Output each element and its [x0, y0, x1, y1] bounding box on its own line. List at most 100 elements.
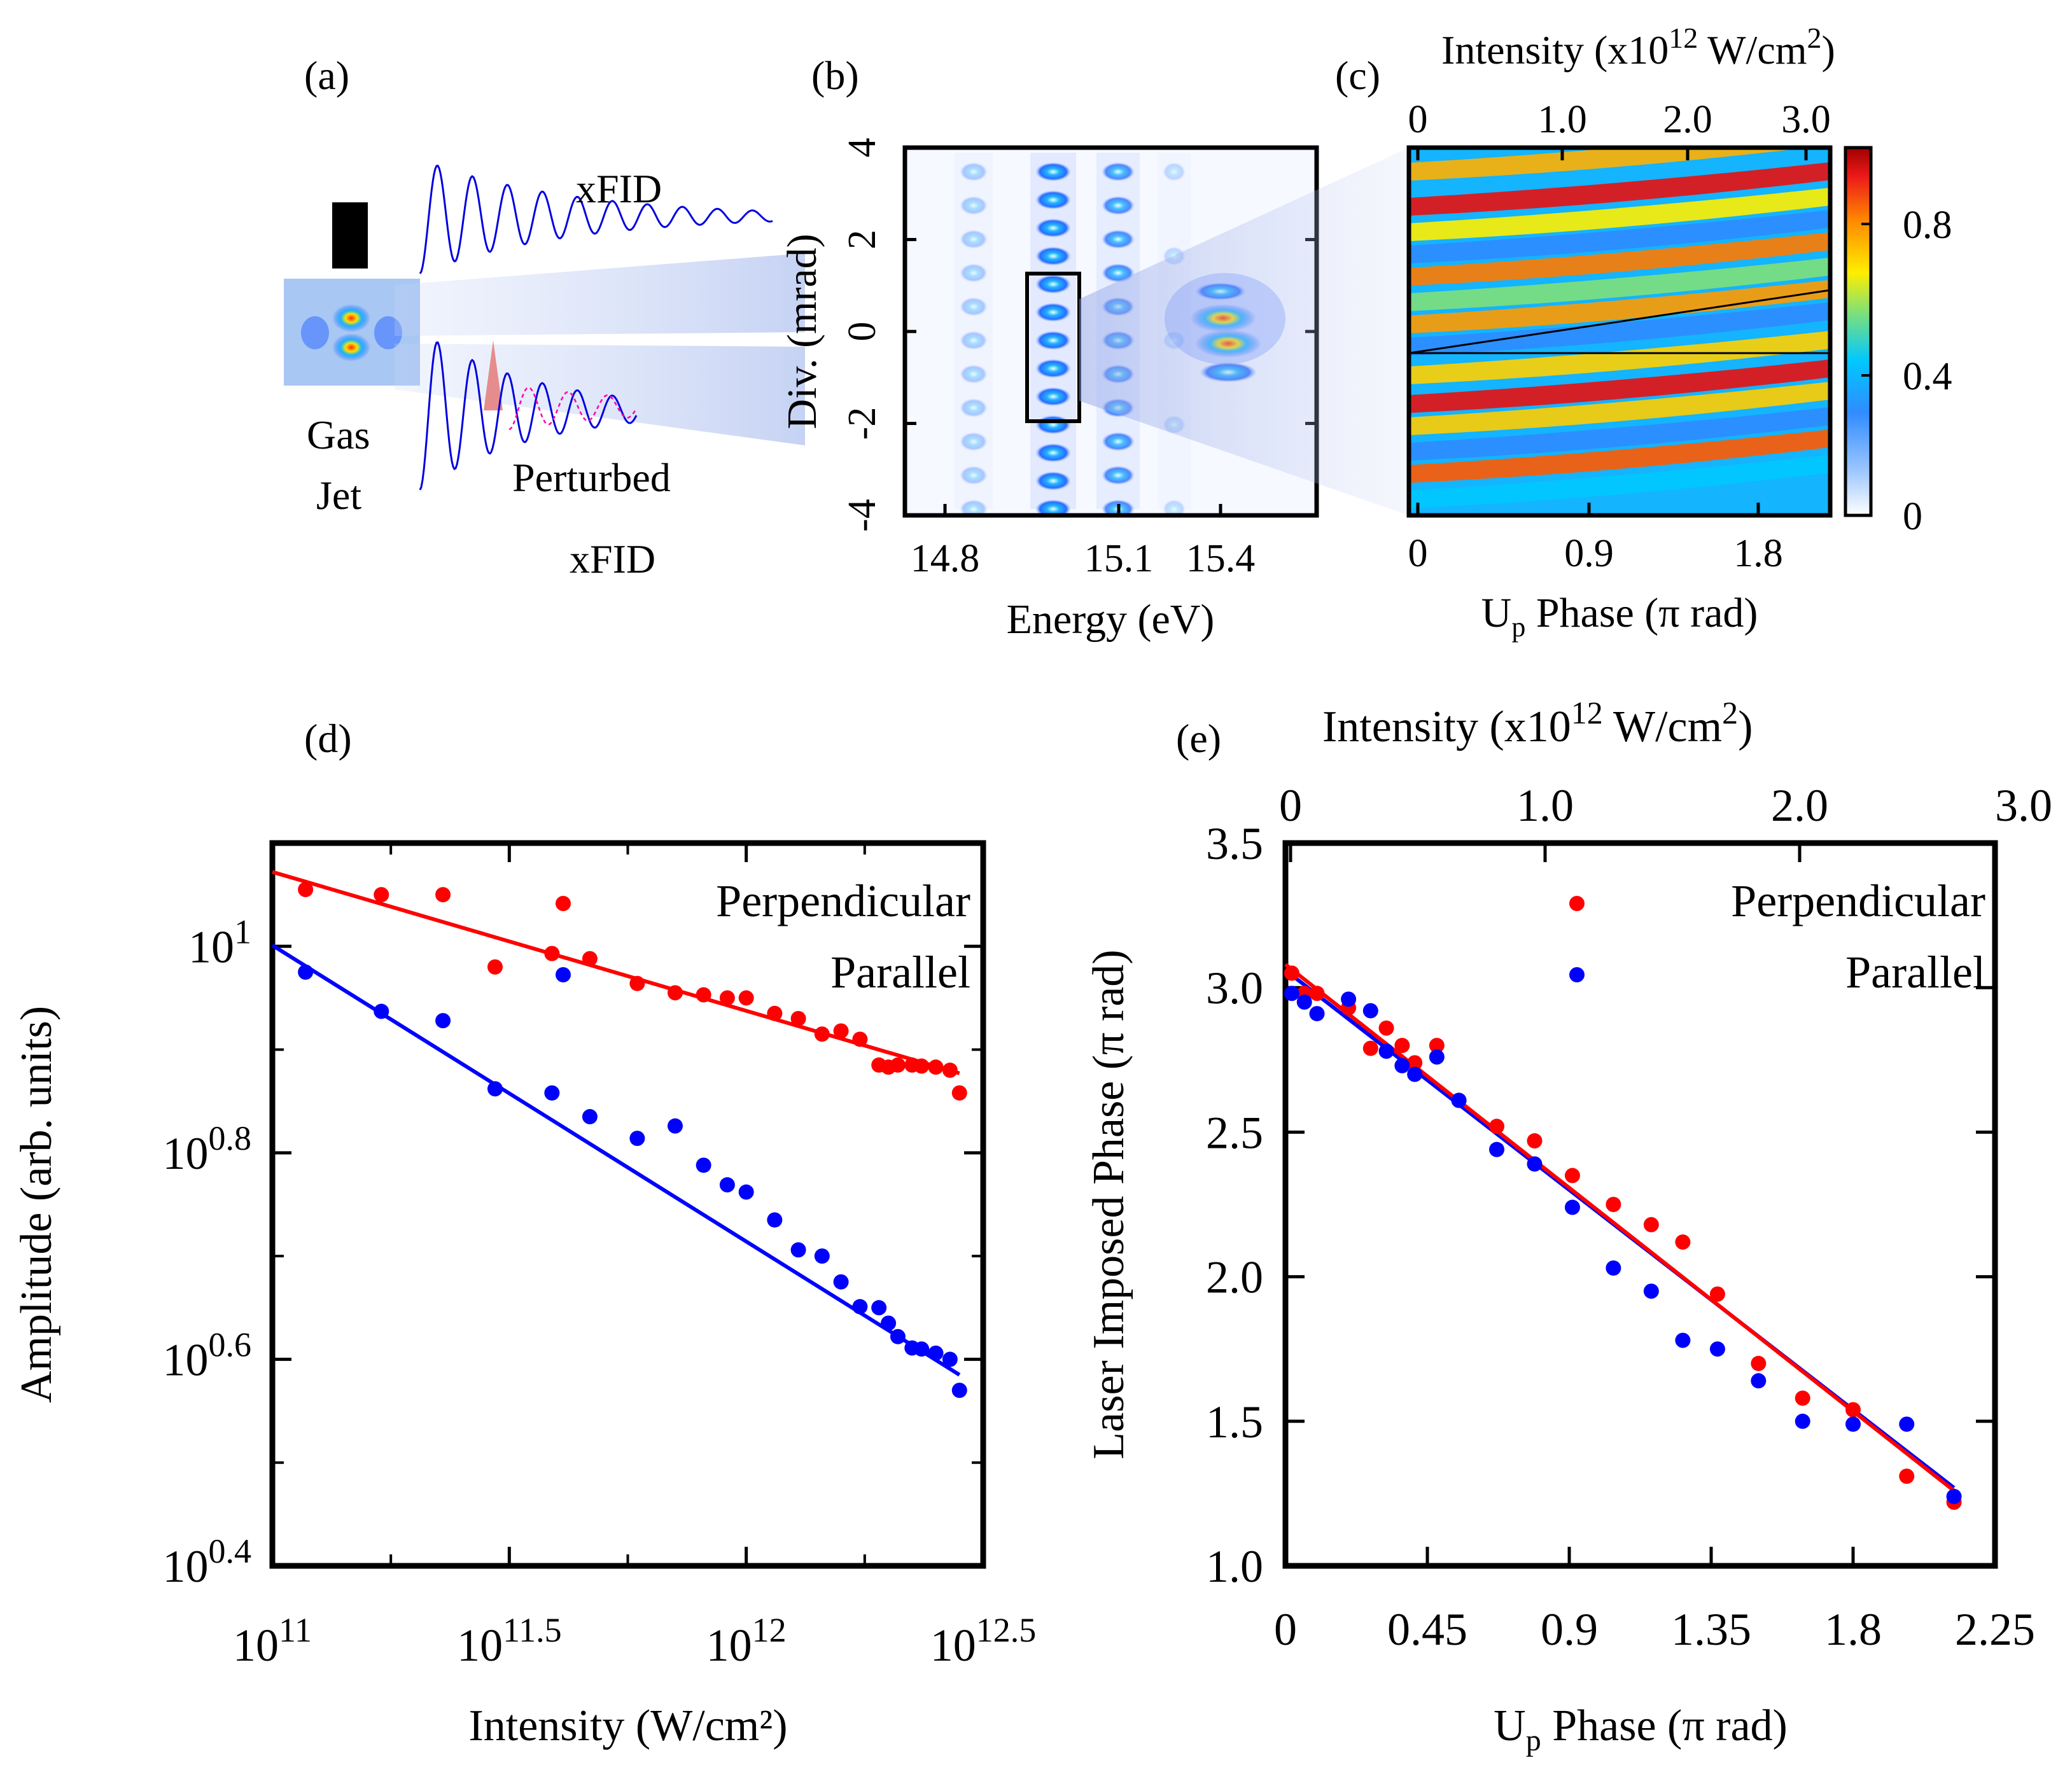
- panel-e-fit-perpendicular: [1284, 963, 1956, 1493]
- panel-e-point-parallel: [1341, 991, 1357, 1007]
- panel-b-ytick: -2: [841, 407, 884, 440]
- perturbed-xfid-label: xFID: [570, 536, 655, 582]
- panel-c-top-tick: 2.0: [1663, 98, 1712, 141]
- perturbed-beam: [395, 344, 805, 445]
- panel-c-top-tick: 3.0: [1781, 98, 1831, 141]
- panel-b-ytick: -4: [841, 499, 884, 532]
- panel-c-top-label: Intensity (x1012 W/cm2): [1441, 22, 1835, 73]
- perturbed-label: Perturbed: [512, 455, 671, 500]
- panel-d-point-parallel: [374, 1003, 389, 1019]
- panel-e-point-parallel: [1946, 1488, 1962, 1504]
- panel-d-fit-perpendicular: [272, 870, 960, 1075]
- panel-d-ytick: 100.8: [163, 1119, 252, 1179]
- panel-d-point-parallel: [881, 1315, 897, 1331]
- panel-d-point-parallel: [696, 1157, 711, 1173]
- panel-d-point-parallel: [833, 1274, 849, 1290]
- panel-e-legend-marker: [1569, 896, 1585, 911]
- panel-d-point-parallel: [951, 1383, 967, 1399]
- panel-e-label: (e): [1176, 716, 1221, 761]
- panel-d-point-parallel: [435, 1013, 451, 1029]
- panel-b-xtick: 14.8: [911, 537, 980, 580]
- panel-e-legend-label: Perpendicular: [1731, 876, 1985, 926]
- panel-d-point-parallel: [942, 1351, 958, 1367]
- panel-e-point-perpendicular: [1606, 1197, 1621, 1212]
- colorbar-tick: 0.8: [1903, 204, 1952, 247]
- zoom-fan: [1079, 148, 1409, 515]
- panel-a: (a) xFID Gas Jet Perturbed xFID: [284, 53, 805, 582]
- panel-d-point-perpendicular: [833, 1023, 849, 1039]
- panel-d-xtick: 1012: [706, 1611, 787, 1671]
- panel-d-xtick: 1012.5: [930, 1611, 1037, 1671]
- panel-d-point-perpendicular: [487, 959, 503, 975]
- panel-e-ytick: 1.5: [1206, 1397, 1263, 1448]
- panel-d-point-perpendicular: [814, 1026, 830, 1042]
- panel-d-point-parallel: [719, 1177, 735, 1193]
- panel-e-top-tick: 1.0: [1516, 780, 1574, 831]
- xfid-beam: [395, 253, 805, 336]
- panel-b-ylabel: Div. (mrad): [779, 234, 825, 429]
- panel-e-top-tick: 0: [1279, 780, 1302, 831]
- panel-e-ytick: 3.0: [1206, 963, 1263, 1014]
- panel-e-point-perpendicular: [1899, 1469, 1915, 1484]
- colorbar-tick: 0: [1903, 495, 1922, 538]
- panel-d-point-perpendicular: [719, 990, 735, 1006]
- panel-d-point-parallel: [544, 1085, 560, 1101]
- panel-d-point-perpendicular: [928, 1059, 944, 1075]
- panel-d-legend-label: Perpendicular: [716, 876, 970, 926]
- panel-d-label: (d): [304, 716, 352, 761]
- panel-e-point-parallel: [1675, 1332, 1691, 1348]
- panel-e-ytick: 2.5: [1206, 1107, 1263, 1158]
- panel-e-point-perpendicular: [1795, 1390, 1810, 1406]
- panel-d-point-perpendicular: [890, 1057, 906, 1073]
- panel-d-point-parallel: [852, 1299, 868, 1315]
- panel-e-point-perpendicular: [1309, 986, 1325, 1001]
- jet-label: Jet: [316, 473, 361, 518]
- panel-e-xlabel: Up Phase (π rad): [1494, 1701, 1788, 1757]
- panel-d-point-perpendicular: [738, 990, 754, 1006]
- panel-e-point-parallel: [1795, 1413, 1810, 1429]
- panel-e-point-perpendicular: [1394, 1038, 1410, 1054]
- colorbar: [1844, 146, 1873, 517]
- perturbed-xfid-wave: [419, 341, 638, 491]
- panel-e-ytick: 3.5: [1206, 818, 1263, 869]
- panel-e-point-parallel: [1284, 986, 1299, 1001]
- panel-e-frame: [1282, 840, 1998, 1569]
- panel-d-legend-label: Parallel: [830, 947, 970, 998]
- panel-d-point-perpendicular: [767, 1005, 783, 1021]
- xfid-label: xFID: [576, 166, 662, 211]
- panel-e-point-perpendicular: [1378, 1020, 1394, 1036]
- panel-e-point-perpendicular: [1564, 1168, 1580, 1183]
- panel-d-point-parallel: [914, 1341, 930, 1357]
- panel-c-xtick: 0: [1408, 532, 1428, 575]
- panel-e-point-parallel: [1564, 1199, 1580, 1215]
- panel-c-top-tick: 1.0: [1537, 98, 1587, 141]
- panel-d-legend-marker: [556, 896, 571, 911]
- panel-d-point-parallel: [629, 1131, 645, 1147]
- panel-b-ytick: 0: [841, 322, 884, 342]
- panel-e-xtick: 0.9: [1541, 1604, 1598, 1655]
- panel-d-point-parallel: [871, 1300, 887, 1316]
- panel-e-xtick: 0: [1274, 1604, 1297, 1655]
- panel-e-point-perpendicular: [1284, 965, 1299, 981]
- panel-d-point-perpendicular: [667, 985, 683, 1001]
- panel-c-xtick: 1.8: [1733, 532, 1783, 575]
- colorbar-tick: 0.4: [1903, 355, 1952, 398]
- panel-c-xtick: 0.9: [1564, 532, 1614, 575]
- panel-e-point-parallel: [1606, 1260, 1621, 1276]
- panel-e-xtick: 0.45: [1387, 1604, 1467, 1655]
- panel-d-point-perpendicular: [914, 1058, 930, 1074]
- panel-e-point-perpendicular: [1845, 1402, 1861, 1418]
- panel-d-point-perpendicular: [435, 887, 451, 903]
- panel-e-point-parallel: [1407, 1066, 1423, 1082]
- panel-b-ytick: 2: [841, 230, 884, 249]
- panel-e-point-parallel: [1709, 1341, 1725, 1357]
- panel-d-point-perpendicular: [544, 945, 560, 961]
- panel-b-xtick: 15.1: [1084, 537, 1154, 580]
- panel-d-point-parallel: [767, 1212, 783, 1228]
- panel-e-ylabel: Laser Imposed Phase (π rad): [1084, 949, 1133, 1459]
- panel-d-ylabel: Amplitude (arb. units): [12, 1006, 61, 1403]
- panel-c-top-tick: 0: [1408, 98, 1428, 141]
